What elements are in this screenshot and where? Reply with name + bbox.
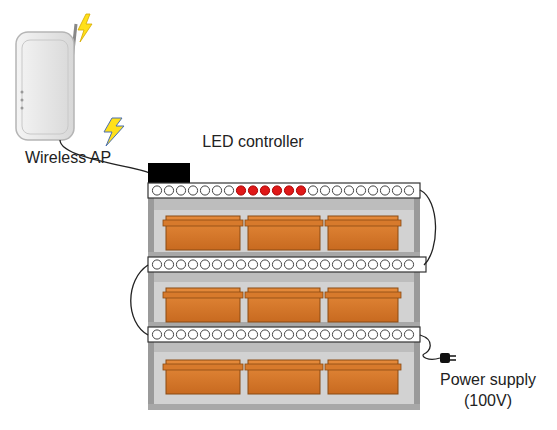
crate-rim [245, 292, 323, 298]
led [224, 260, 233, 269]
led [152, 260, 161, 269]
led [332, 260, 341, 269]
led [380, 260, 389, 269]
led [212, 186, 221, 195]
led [260, 260, 269, 269]
crate-rim [163, 220, 243, 226]
led [356, 186, 365, 195]
led [392, 186, 401, 195]
led [356, 260, 365, 269]
led [344, 260, 353, 269]
led-bars [148, 183, 426, 342]
led [284, 330, 293, 339]
led [224, 186, 233, 195]
led [368, 330, 377, 339]
led [164, 260, 173, 269]
led [200, 186, 209, 195]
led [332, 330, 341, 339]
led [320, 186, 329, 195]
crate-rim [245, 220, 323, 226]
led [380, 330, 389, 339]
led [212, 330, 221, 339]
wireless-ap-icon [16, 24, 76, 140]
led [404, 260, 413, 269]
crate-rim [325, 220, 401, 226]
led [248, 186, 257, 195]
crate-rim [163, 364, 243, 370]
led-bar [148, 183, 420, 198]
led [404, 186, 413, 195]
led [344, 186, 353, 195]
led [368, 186, 377, 195]
led [176, 186, 185, 195]
led [320, 330, 329, 339]
led [380, 186, 389, 195]
led [272, 330, 281, 339]
led [248, 260, 257, 269]
led [176, 260, 185, 269]
led [296, 260, 305, 269]
crate-rim [325, 292, 401, 298]
led [236, 186, 245, 195]
led [272, 260, 281, 269]
led [284, 260, 293, 269]
led [236, 260, 245, 269]
label: Power supply (100V) [425, 370, 551, 412]
led [272, 186, 281, 195]
led-bar [148, 327, 420, 342]
led [164, 186, 173, 195]
wire [131, 265, 148, 335]
crate-rim [325, 364, 401, 370]
led-bar [148, 257, 426, 272]
led [392, 330, 401, 339]
led [188, 260, 197, 269]
led [212, 260, 221, 269]
led [152, 330, 161, 339]
led [152, 186, 161, 195]
led [308, 260, 317, 269]
led [164, 330, 173, 339]
label: LED controller [178, 132, 328, 153]
led [308, 186, 317, 195]
led [320, 260, 329, 269]
led [176, 330, 185, 339]
led [332, 186, 341, 195]
led [188, 330, 197, 339]
led [404, 330, 413, 339]
led [260, 186, 269, 195]
led [344, 330, 353, 339]
led [368, 260, 377, 269]
led [260, 330, 269, 339]
led [296, 186, 305, 195]
led [236, 330, 245, 339]
signal-bolt [78, 14, 92, 42]
shelf [148, 190, 420, 410]
crates [163, 216, 401, 394]
led [296, 330, 305, 339]
led [224, 330, 233, 339]
crate-rim [163, 292, 243, 298]
led [392, 260, 401, 269]
label: Wireless AP [3, 148, 133, 169]
led-controller-box [148, 163, 190, 183]
led [188, 186, 197, 195]
led [284, 186, 293, 195]
led [308, 330, 317, 339]
led [200, 330, 209, 339]
led [200, 260, 209, 269]
power-plug [420, 335, 456, 363]
signal-bolt [104, 118, 124, 146]
wire [420, 190, 436, 265]
led [356, 330, 365, 339]
crate-rim [245, 364, 323, 370]
led [248, 330, 257, 339]
